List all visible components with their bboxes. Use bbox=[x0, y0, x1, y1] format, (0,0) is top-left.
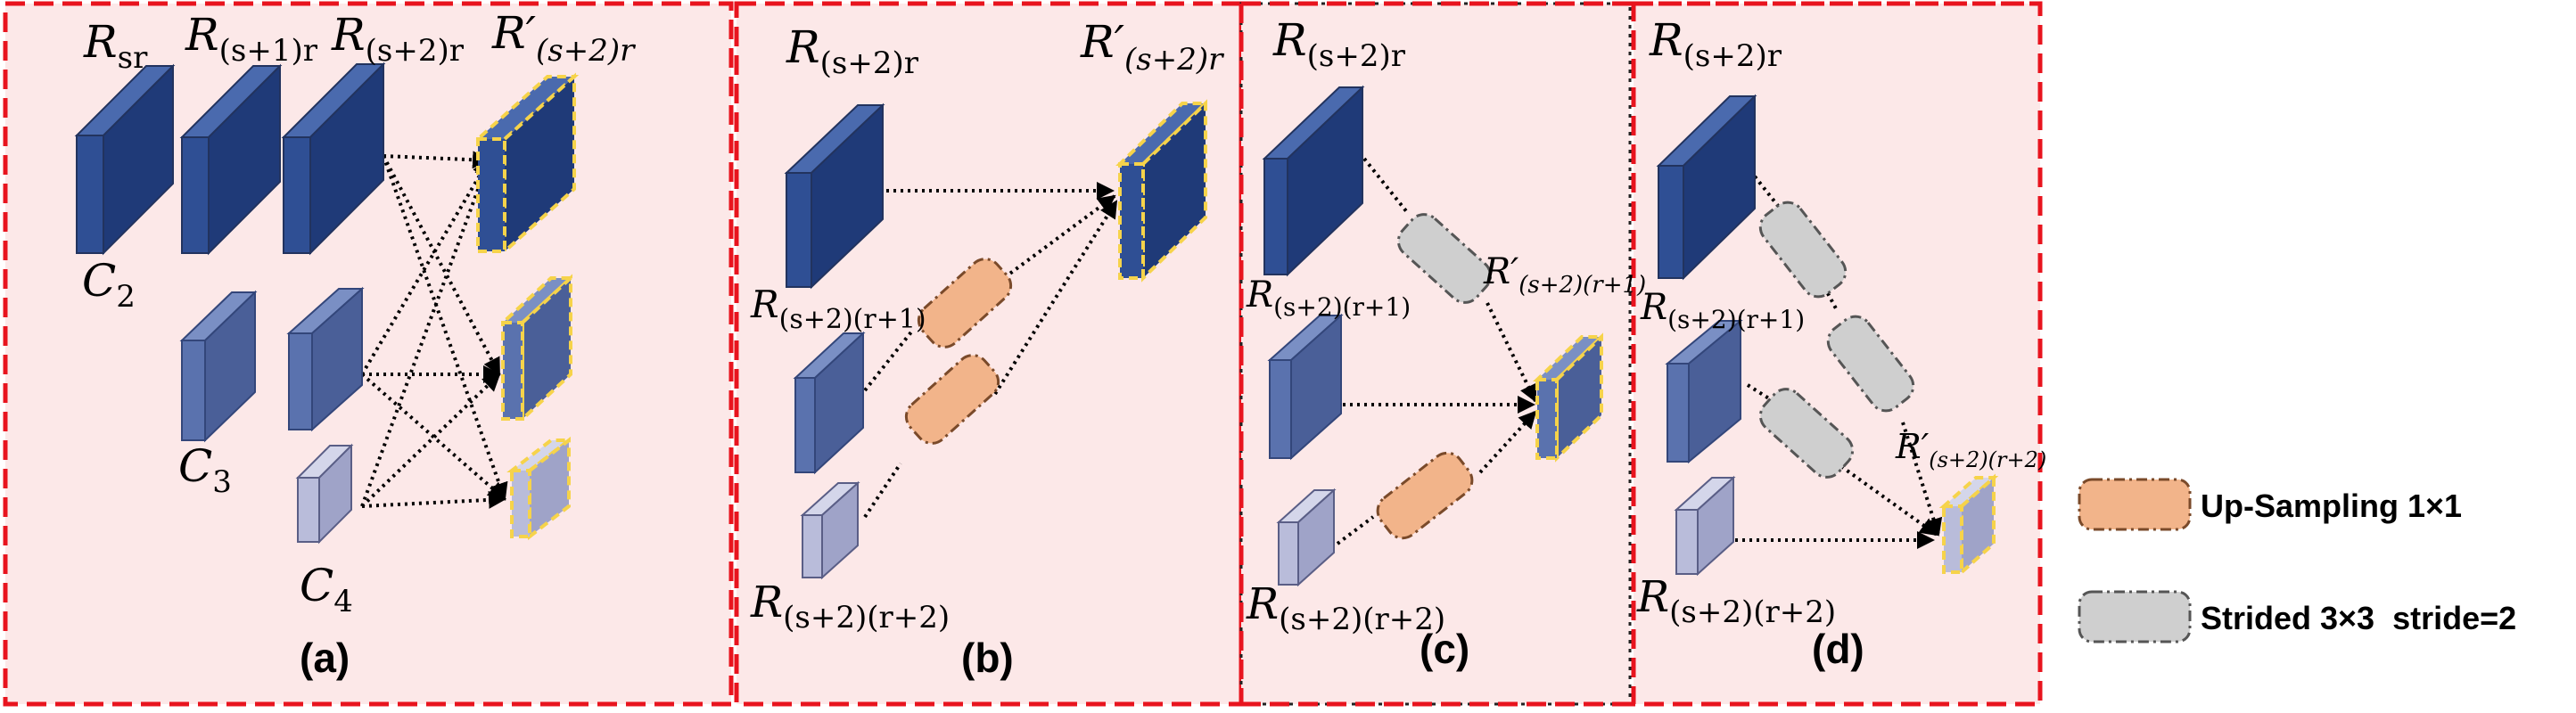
label-c4: C4 bbox=[300, 560, 353, 619]
label-r-top-c: R(s+2)r bbox=[1272, 14, 1406, 74]
label-r-bot-b: R(s+2)(r+2) bbox=[750, 578, 950, 635]
block-r-s2r bbox=[281, 61, 386, 256]
label-r-s2r: R(s+2)r bbox=[331, 9, 465, 69]
panel-c-connections bbox=[1336, 157, 1537, 545]
label-r-prime-d: R′(s+2)(r+2) bbox=[1895, 427, 2046, 472]
block-r-prime-d bbox=[1938, 473, 1999, 577]
caption-c: (c) bbox=[1420, 626, 1469, 672]
panel-d-connections bbox=[1735, 175, 1943, 549]
block-c4 bbox=[295, 443, 354, 545]
upsample-b-top bbox=[917, 258, 1013, 348]
label-c2: C2 bbox=[82, 255, 136, 315]
block-c3-right bbox=[286, 286, 365, 432]
legend-strided-swatch bbox=[2078, 590, 2192, 643]
label-r-top-d: R(s+2)r bbox=[1649, 14, 1782, 74]
strided-d-2 bbox=[1826, 315, 1915, 413]
caption-d: (d) bbox=[1812, 626, 1864, 672]
label-r-bot-d: R(s+2)(r+2) bbox=[1636, 572, 1836, 630]
block-r-top-d bbox=[1656, 94, 1757, 281]
label-r-top-b: R(s+2)r bbox=[786, 21, 919, 81]
block-r-prime-c bbox=[1533, 332, 1606, 463]
block-r-bot-b bbox=[800, 480, 860, 580]
legend-upsampling-swatch bbox=[2078, 478, 2192, 531]
block-r-sr bbox=[74, 63, 176, 256]
block-r-top-b bbox=[784, 102, 885, 290]
strided-c bbox=[1396, 213, 1493, 304]
block-c3 bbox=[179, 290, 258, 443]
label-r-prime-c: R′(s+2)(r+1) bbox=[1483, 251, 1646, 299]
label-r-s1r: R(s+1)r bbox=[185, 9, 318, 69]
label-r-prime-a: R′(s+2)r bbox=[491, 7, 636, 69]
block-r-mid-d bbox=[1665, 318, 1743, 464]
label-r-mid-c: R(s+2)(r+1) bbox=[1246, 275, 1411, 322]
block-r-mid-c bbox=[1267, 313, 1344, 461]
block-r-bot-c bbox=[1276, 488, 1337, 587]
caption-a: (a) bbox=[300, 635, 350, 681]
label-r-mid-b: R(s+2)(r+1) bbox=[750, 283, 926, 335]
upsample-c bbox=[1376, 451, 1474, 540]
block-r-s1r bbox=[179, 63, 283, 256]
label-r-mid-d: R(s+2)(r+1) bbox=[1640, 287, 1805, 334]
block-r-top-c bbox=[1262, 85, 1365, 277]
block-r-prime-b bbox=[1115, 99, 1210, 283]
label-r-bot-c: R(s+2)(r+2) bbox=[1246, 579, 1445, 637]
caption-b: (b) bbox=[961, 635, 1014, 681]
label-c3: C3 bbox=[178, 440, 232, 500]
block-r-bot-d bbox=[1674, 475, 1736, 577]
upsample-b-bot bbox=[904, 354, 1000, 445]
block-r-mid-b bbox=[793, 331, 866, 475]
label-r-sr: Rsr bbox=[83, 16, 148, 76]
block-r-prime-a-mid bbox=[498, 274, 576, 423]
legend-upsampling-label: Up-Sampling 1×1 bbox=[2201, 488, 2462, 524]
legend-strided-label: Strided 3×3 stride=2 bbox=[2201, 600, 2516, 636]
block-r-prime-a-top bbox=[473, 72, 580, 256]
panel-a-connections bbox=[360, 151, 508, 509]
block-r-prime-a-bot bbox=[506, 436, 574, 541]
label-r-prime-b: R′(s+2)r bbox=[1080, 16, 1224, 78]
strided-d-1 bbox=[1758, 201, 1848, 299]
strided-d-3 bbox=[1758, 388, 1855, 479]
